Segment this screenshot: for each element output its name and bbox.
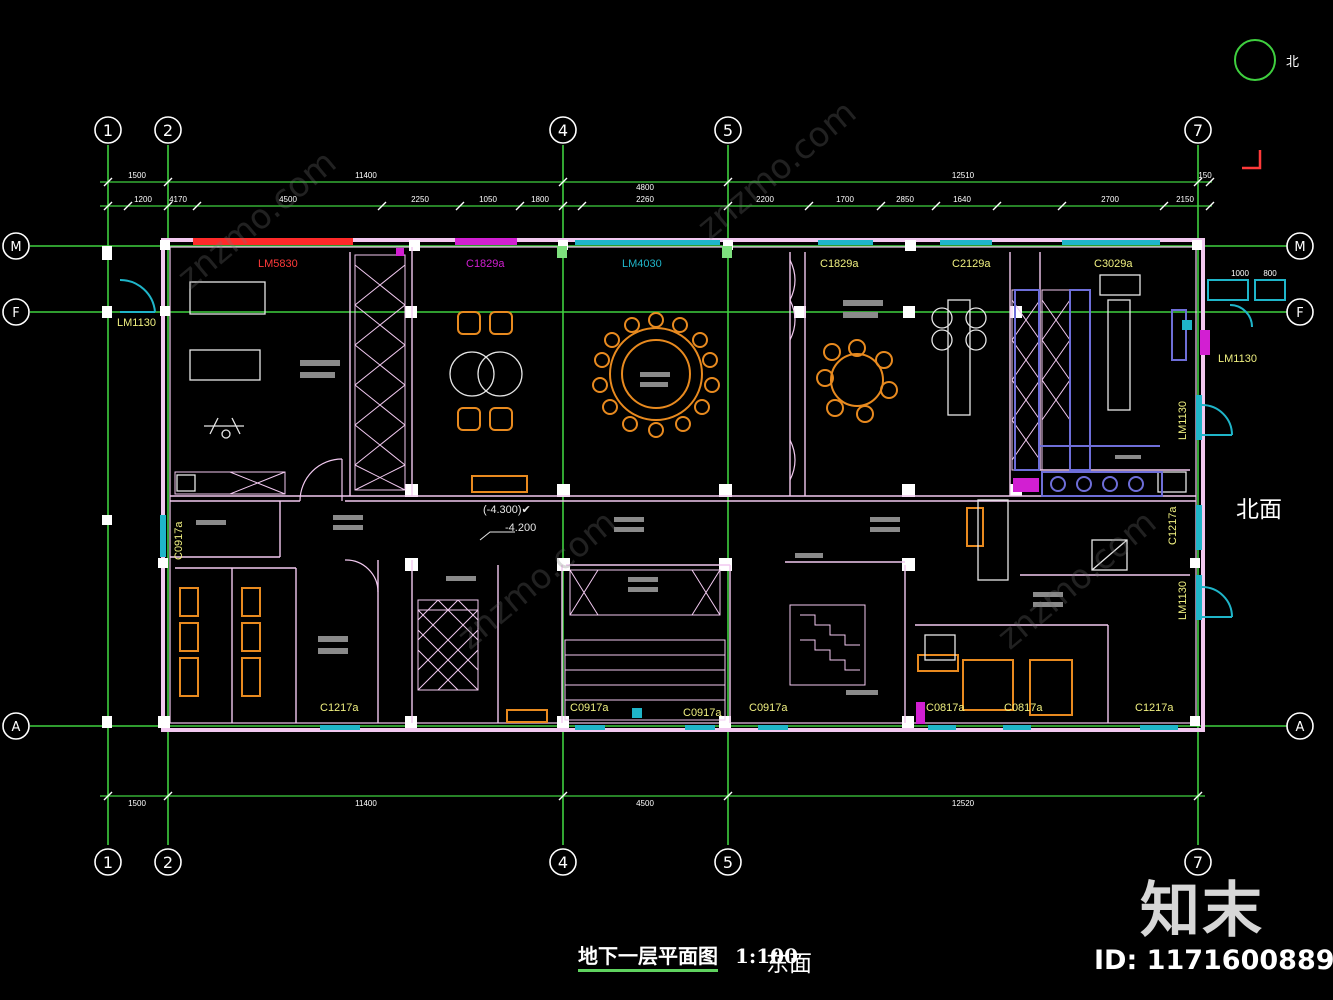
dim-bottom-2: 11400 xyxy=(355,799,377,808)
dim-top-inner-12: 2700 xyxy=(1101,195,1119,204)
dim-bottom-3: 4500 xyxy=(636,799,654,808)
axis-label-left-A: A xyxy=(12,720,21,735)
green-markers xyxy=(557,246,732,258)
label-c1217a-side: C1217a xyxy=(1167,506,1179,545)
axis-label-top-4: 4 xyxy=(558,121,568,140)
dim-right-small-2: 800 xyxy=(1263,269,1277,278)
axis-label-top-1: 1 xyxy=(103,121,113,140)
dim-top-inner-10: 2850 xyxy=(896,195,914,204)
elevation-note-2: -4.200 xyxy=(505,522,536,534)
drawing-scale: 1:100 xyxy=(734,944,799,968)
axis-label-bottom-7: 7 xyxy=(1193,853,1203,872)
label-lm1130-3: LM1130 xyxy=(1177,401,1189,440)
grid-bubble-labels: 1 2 4 5 7 1 2 4 5 7 M F A M F A xyxy=(10,121,1305,872)
drawing-title: 地下一层平面图 1:100 xyxy=(578,940,799,972)
dim-bottom-1: 1500 xyxy=(128,799,146,808)
label-lm1130-4: LM1130 xyxy=(1177,581,1189,620)
dim-top-inner-8: 2200 xyxy=(756,195,774,204)
kitchen-appliances xyxy=(1014,289,1187,497)
dim-top-outer-1: 1500 xyxy=(128,171,146,180)
bottom-windows xyxy=(320,725,1178,730)
label-c2129a: C2129a xyxy=(952,258,991,270)
axis-label-top-2: 2 xyxy=(163,121,173,140)
elevation-notes: (-4.300)✔ -4.200 xyxy=(479,504,536,541)
label-c1217a-1: C1217a xyxy=(320,702,359,714)
label-c0817a-1: C0817a xyxy=(926,702,965,714)
label-c1829a-1: C1829a xyxy=(466,258,505,270)
axis-label-right-M: M xyxy=(1294,240,1305,255)
dim-top-inner-1: 1200 xyxy=(134,195,152,204)
dim-top-inner-7: 2260 xyxy=(636,195,654,204)
structural-columns xyxy=(102,240,1202,728)
dim-top-inner-11: 1640 xyxy=(953,195,971,204)
dim-top-outer-3: 4800 xyxy=(636,183,654,192)
brand-logo: 知末 xyxy=(1140,876,1264,946)
banquet-chairs xyxy=(592,312,720,438)
axis-label-bottom-1: 1 xyxy=(103,853,113,872)
cyan-doors xyxy=(119,278,1286,618)
interior-walls xyxy=(170,247,1196,723)
dim-top-inner-3: 4500 xyxy=(279,195,297,204)
axis-label-bottom-4: 4 xyxy=(558,853,568,872)
grid-bubbles xyxy=(2,116,1314,876)
cyan-fixtures xyxy=(632,320,1192,718)
dim-top-outer-2: 11400 xyxy=(355,171,377,180)
axis-label-right-F: F xyxy=(1296,306,1303,321)
north-annotation: 北面 xyxy=(1236,497,1282,523)
dim-top-inner-5: 1050 xyxy=(479,195,497,204)
axis-label-bottom-5: 5 xyxy=(723,853,733,872)
dim-top-inner-13: 2150 xyxy=(1176,195,1194,204)
axis-label-right-A: A xyxy=(1296,720,1305,735)
label-lm5830: LM5830 xyxy=(258,258,298,270)
axis-label-bottom-2: 2 xyxy=(163,853,173,872)
dim-right-small-1: 1000 xyxy=(1231,269,1249,278)
label-c0917a-1: C0917a xyxy=(570,702,609,714)
axis-label-left-F: F xyxy=(12,306,19,321)
north-arrow-label: 北 xyxy=(1286,55,1299,70)
label-c0917a-3: C0917a xyxy=(749,702,788,714)
image-id: ID: 1171600889 xyxy=(1094,945,1333,976)
east-annotation: 东面 xyxy=(766,951,812,977)
dim-top-outer-4: 12510 xyxy=(952,171,975,180)
label-c0917a-2: C0917a xyxy=(683,707,722,719)
axis-grid xyxy=(30,145,1290,845)
top-windows xyxy=(455,238,1160,245)
furniture-orange xyxy=(179,311,1073,723)
exterior-walls-inner xyxy=(169,246,1197,724)
dim-top-outer-5: 150 xyxy=(1198,171,1212,180)
shelving-hatching xyxy=(174,254,1071,721)
axis-label-left-M: M xyxy=(10,240,21,255)
room-labels-blurred xyxy=(196,300,1141,695)
dimension-ticks xyxy=(103,177,1215,801)
dim-top-inner-4: 2250 xyxy=(411,195,429,204)
dim-top-inner-9: 1700 xyxy=(836,195,854,204)
label-c3029a: C3029a xyxy=(1094,258,1133,270)
label-lm1130-1: LM1130 xyxy=(117,317,156,329)
drawing-title-main: 地下一层平面图 xyxy=(578,944,718,972)
dim-top-inner-2: 4170 xyxy=(169,195,187,204)
north-arrow: 北 xyxy=(1234,39,1299,170)
axis-label-top-5: 5 xyxy=(723,121,733,140)
dimension-texts: 1500 11400 4800 12510 150 1200 4170 4500… xyxy=(128,171,1277,808)
furniture-white xyxy=(176,274,1187,661)
label-lm1130-2: LM1130 xyxy=(1218,353,1257,365)
elevation-note-1: (-4.300)✔ xyxy=(483,504,531,516)
label-c1829a-2: C1829a xyxy=(820,258,859,270)
dimension-lines xyxy=(100,181,1212,797)
red-window-wall xyxy=(193,238,353,245)
axis-label-top-7: 7 xyxy=(1193,121,1203,140)
label-lm4030: LM4030 xyxy=(622,258,662,270)
label-c0917a-side: C0917a xyxy=(173,521,185,560)
exterior-walls xyxy=(161,238,1205,732)
door-swings xyxy=(299,259,796,593)
dim-top-inner-6: 1800 xyxy=(531,195,549,204)
side-windows xyxy=(160,395,1202,620)
magenta-fixtures xyxy=(396,248,1210,724)
label-c1217a-2: C1217a xyxy=(1135,702,1174,714)
label-c0817a-2: C0817a xyxy=(1004,702,1043,714)
dim-bottom-4: 12520 xyxy=(952,799,975,808)
window-labels: LM5830 C1829a LM4030 C1829a C2129a C3029… xyxy=(117,258,1257,719)
